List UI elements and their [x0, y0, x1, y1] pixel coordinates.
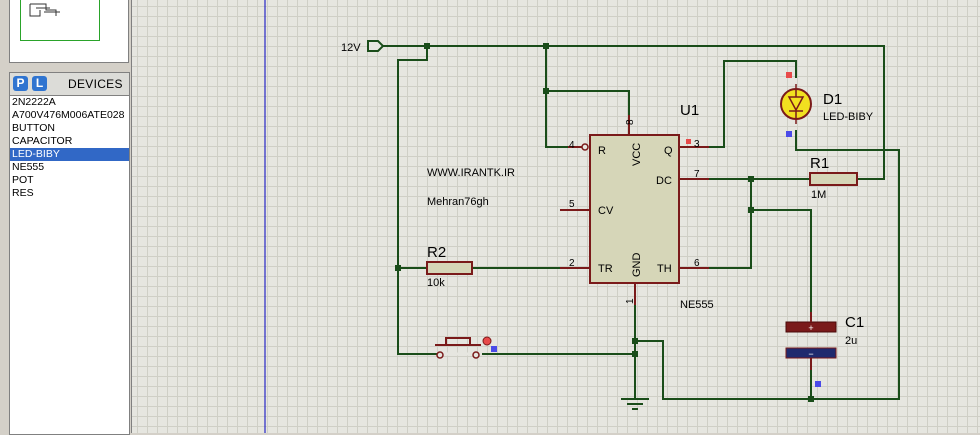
overview-window[interactable] [9, 0, 129, 63]
led-reference-label: D1 [823, 91, 842, 108]
devices-title: DEVICES [68, 77, 123, 91]
power-terminal-12v[interactable]: 12V [341, 40, 385, 54]
wire-led-return[interactable] [795, 130, 900, 400]
button-contact-right [472, 351, 480, 359]
pick-devices-button[interactable]: P [13, 76, 28, 91]
device-item[interactable]: RES [12, 187, 34, 199]
annotation-website: WWW.IRANTK.IR [427, 167, 515, 179]
pin-number-4: 4 [569, 140, 575, 151]
device-item[interactable]: POT [12, 174, 34, 186]
pin-label-gnd: GND [631, 253, 643, 278]
c1-value-label: 2u [845, 335, 857, 347]
r2-body[interactable] [426, 261, 473, 275]
button-plunger [445, 337, 471, 345]
pin-number-7: 7 [694, 169, 700, 180]
device-item[interactable]: CAPACITOR [12, 135, 73, 147]
pin-label-th: TH [657, 263, 672, 275]
r2-value-label: 10k [427, 277, 445, 289]
annotation-author: Mehran76gh [427, 196, 489, 208]
device-item[interactable]: BUTTON [12, 122, 55, 134]
schematic-drawing[interactable]: 12V R VCC Q DC CV TR GND TH 8 4 3 7 5 2 … [132, 0, 980, 433]
pin-label-dc: DC [656, 175, 672, 187]
resistor-r2[interactable]: R2 10k [426, 244, 473, 289]
wire-threshold[interactable] [679, 179, 752, 269]
overview-viewport-frame[interactable] [20, 0, 100, 41]
device-item[interactable]: A700V476M006ATE028 [12, 109, 125, 121]
junction-dots [395, 43, 814, 402]
left-panel: P L DEVICES 2N2222A A700V476M006ATE028 B… [0, 0, 132, 435]
wire-12v-rail[interactable] [383, 45, 885, 180]
device-item[interactable]: 2N2222A [12, 96, 56, 108]
r1-value-label: 1M [811, 189, 826, 201]
push-button[interactable] [435, 336, 497, 359]
button-pin-marker-blue [491, 346, 497, 352]
c1-pin-marker-blue [815, 381, 821, 387]
device-list[interactable]: 2N2222A A700V476M006ATE028 BUTTON CAPACI… [9, 95, 130, 435]
library-manager-button[interactable]: L [32, 76, 47, 91]
devices-header: P L DEVICES [9, 72, 130, 96]
pin-label-r: R [598, 145, 606, 157]
r1-body[interactable] [809, 172, 858, 186]
button-actuate-icon[interactable] [482, 336, 492, 346]
led-d1[interactable]: D1 LED-BIBY [780, 72, 874, 137]
wire-capacitor-top[interactable] [751, 209, 812, 312]
led-value-label: LED-BIBY [823, 111, 874, 123]
device-item-selected[interactable]: LED-BIBY [10, 148, 129, 161]
pin-number-8: 8 [625, 119, 636, 125]
schematic-canvas[interactable]: 12V R VCC Q DC CV TR GND TH 8 4 3 7 5 2 … [132, 0, 980, 433]
power-terminal-symbol[interactable] [367, 40, 385, 52]
power-terminal-label: 12V [341, 42, 361, 54]
pin-number-2: 2 [569, 258, 575, 269]
led-pin-marker-blue [786, 131, 792, 137]
r2-reference-label: R2 [427, 244, 446, 261]
ic-reference-label: U1 [680, 102, 699, 119]
pin-4-inversion-bubble [581, 143, 589, 151]
c1-reference-label: C1 [845, 314, 864, 331]
button-contact-left [436, 351, 444, 359]
pin-number-5: 5 [569, 199, 575, 210]
wire-left-vertical[interactable] [397, 46, 438, 355]
wire-ground-return[interactable] [635, 340, 811, 400]
pin-label-q: Q [664, 145, 673, 157]
ground-symbol[interactable] [621, 398, 649, 410]
pin-number-6: 6 [694, 258, 700, 269]
resistor-r1[interactable]: R1 1M [809, 155, 858, 201]
c1-minus-sign: − [808, 349, 813, 359]
pin-label-tr: TR [598, 263, 613, 275]
c1-plus-sign: + [808, 323, 813, 333]
pin-number-3: 3 [694, 139, 700, 150]
pin-label-cv: CV [598, 205, 614, 217]
wire-vcc[interactable] [546, 90, 630, 115]
pin-number-1: 1 [625, 298, 636, 304]
wire-reset[interactable] [545, 46, 585, 148]
ic-part-label: NE555 [680, 299, 714, 311]
led-pin-marker-red [786, 72, 792, 78]
pin-state-marker-red [686, 139, 691, 144]
device-item[interactable]: NE555 [12, 161, 45, 173]
ic-body[interactable] [589, 134, 680, 284]
pin-label-vcc: VCC [631, 143, 643, 166]
ic-u1[interactable]: R VCC Q DC CV TR GND TH 8 4 3 7 5 2 6 1 … [560, 102, 714, 311]
capacitor-c1[interactable]: + − C1 2u [785, 312, 864, 387]
overview-thumbnail [29, 3, 60, 17]
r1-reference-label: R1 [810, 155, 829, 172]
